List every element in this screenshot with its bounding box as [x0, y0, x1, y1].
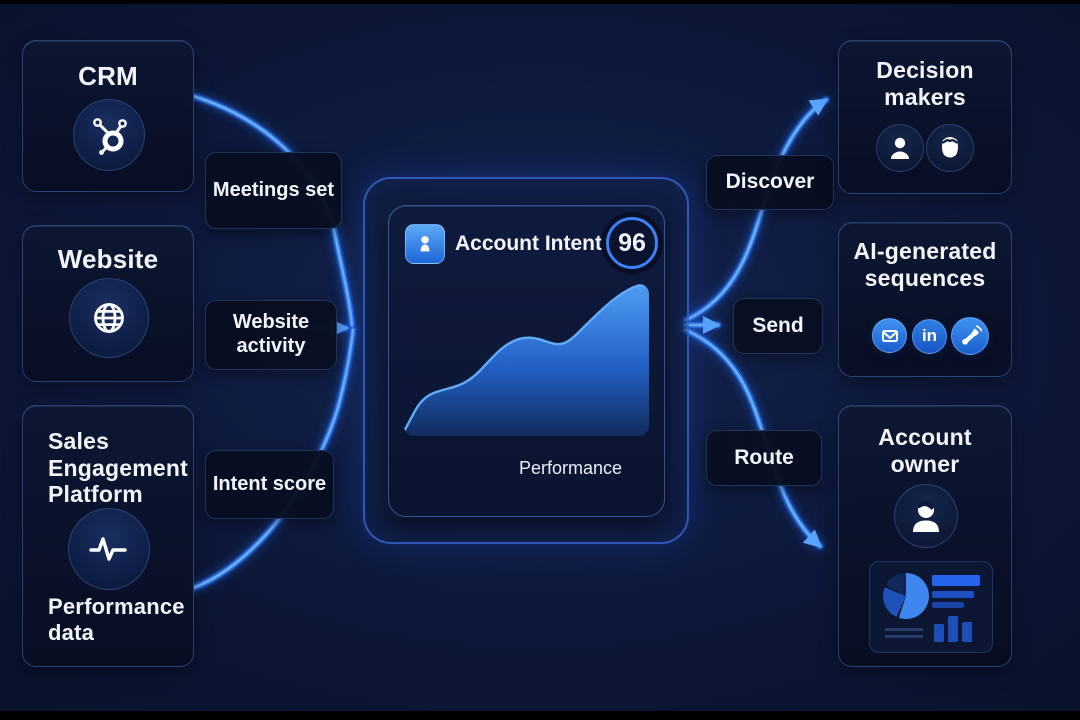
person-badge-icon — [420, 236, 430, 252]
account-intent-app-icon — [405, 224, 445, 264]
person-icon — [891, 137, 909, 159]
website-activity-text: Website activity — [232, 311, 310, 357]
mail-icon — [872, 318, 907, 353]
decision-makers-title: Decision makers — [876, 57, 974, 110]
person-wavy-hair-icon — [941, 137, 959, 158]
linkedin-icon: in — [912, 319, 947, 354]
flow-label-send: Send — [733, 298, 823, 354]
dest-box-ai-sequences: AI-generated sequences in — [838, 222, 1012, 377]
account-owner-avatar — [894, 484, 958, 548]
dashboard-bar-2 — [932, 591, 974, 598]
discover-text: Discover — [725, 170, 815, 194]
intent-area-chart — [404, 284, 649, 436]
dest-box-account-owner: Account owner — [838, 405, 1012, 667]
intent-score-text: Intent score — [212, 472, 327, 495]
source-box-sales-engagement: Sales Engagement Platform Performance da… — [22, 405, 194, 667]
envelope-glyph — [881, 329, 898, 342]
phone-icon — [951, 317, 989, 355]
flow-label-route: Route — [706, 430, 822, 486]
intent-chart — [404, 284, 649, 436]
arrow-center-to-decision-makers — [686, 100, 826, 320]
handset-glyph — [962, 325, 982, 345]
crm-icon-circle — [73, 99, 145, 171]
dashboard-line-1 — [885, 628, 923, 631]
performance-label: Performance — [519, 458, 623, 478]
mini-bar-1 — [934, 624, 944, 642]
intent-score-badge: 96 — [606, 217, 658, 269]
website-title: Website — [57, 244, 159, 274]
route-text: Route — [734, 445, 794, 469]
mini-bar-2 — [948, 616, 958, 642]
mini-bar-3 — [962, 622, 972, 642]
linkedin-label: in — [921, 326, 938, 345]
source-box-crm: CRM — [22, 40, 194, 192]
hubspot-icon — [93, 118, 127, 155]
decision-maker-avatar-2 — [926, 124, 974, 172]
crm-title: CRM — [78, 61, 138, 91]
website-icon-circle — [69, 278, 149, 358]
pie-chart-icon — [883, 573, 929, 619]
meetings-set-text: Meetings set — [212, 178, 335, 201]
mini-dashboard — [869, 561, 993, 653]
pulse-icon — [89, 537, 127, 561]
send-text: Send — [752, 313, 804, 337]
dashboard-line-2 — [885, 635, 923, 638]
bottom-letterbox-bar — [0, 711, 1080, 720]
ai-sequences-title: AI-generated sequences — [853, 238, 997, 291]
account-intent-card: Account Intent 96 Performance — [388, 205, 665, 517]
sales-engagement-title: Sales Engagement Platform — [48, 428, 189, 508]
dashboard-bar-3 — [932, 602, 964, 608]
source-box-website: Website — [22, 225, 194, 382]
flow-label-meetings-set: Meetings set — [205, 152, 342, 229]
flow-label-website-activity: Website activity — [205, 300, 337, 370]
dest-box-decision-makers: Decision makers — [838, 40, 1012, 194]
intent-chart-line — [404, 284, 649, 431]
dashboard-bar-1 — [932, 575, 980, 586]
top-letterbox-bar — [0, 0, 1080, 4]
intent-chart-area — [404, 284, 649, 436]
flow-label-discover: Discover — [706, 155, 834, 210]
account-intent-title: Account Intent — [455, 232, 602, 255]
flow-label-intent-score: Intent score — [205, 450, 334, 519]
globe-icon — [94, 303, 124, 333]
account-owner-title: Account owner — [878, 424, 972, 477]
performance-data-label: Performance data — [48, 594, 185, 645]
sep-icon-circle — [68, 508, 150, 590]
intent-score-value: 96 — [618, 228, 646, 257]
decision-maker-avatar-1 — [876, 124, 924, 172]
person-icon — [913, 500, 939, 532]
